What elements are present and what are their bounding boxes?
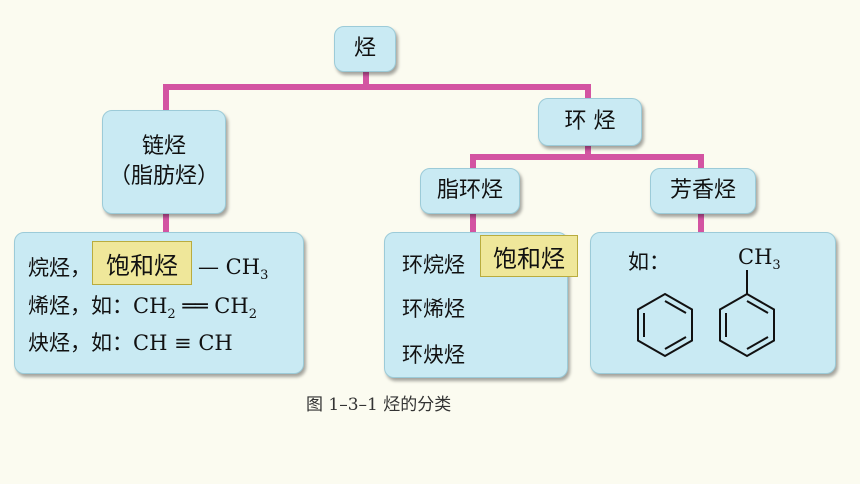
aromatic-prefix: 如： [628,250,670,274]
alkyne-text: 炔烃，如：CH ≡ CH [28,331,233,355]
benzene-structure-icon [637,292,693,358]
cycloalkane-text: 环烷烃 [402,253,465,277]
connector-ring-down [585,146,591,158]
ring-label: 环 烃 [564,109,616,135]
ring-hydrocarbon-node: 环 烃 [538,98,642,146]
connector-ring-horizontal [470,154,704,160]
chain-title: 链烃 [141,134,186,160]
connector-root-down [363,72,369,88]
saturated-highlight-2: 饱和烃 [480,235,578,277]
connector-chain-to-detail [163,212,169,236]
aromatic-label: 芳香烃 [669,178,736,204]
chain-subtitle: （脂肪烃） [108,164,219,189]
saturated-highlight-1: 饱和烃 [92,241,192,285]
connector-to-aromatic [698,154,704,172]
connector-alicyclic-to-detail [470,214,476,236]
alkane-formula-tail: — CH3 [198,255,269,284]
cycloalkyne-text: 环炔烃 [402,343,465,367]
chain-hydrocarbon-node: 链烃 （脂肪烃） [102,110,226,214]
alkyne-line: 炔烃，如：CH ≡ CH [28,327,233,357]
connector-aromatic-to-detail [698,214,704,236]
connector-to-alicyclic [470,154,476,172]
aromatic-node: 芳香烃 [650,168,756,214]
aromatic-detail-box [590,232,836,374]
alkane-text: 烷烃， [28,256,91,280]
alicyclic-label: 脂环烃 [436,178,503,204]
alicyclic-node: 脂环烃 [420,168,520,214]
root-node-hydrocarbon: 烃 [334,26,396,72]
connector-main-horizontal [163,84,591,90]
alkene-line: 烯烃，如：CH2 ══ CH2 [28,294,257,323]
cycloalkene-text: 环烯烃 [402,297,465,321]
connector-to-chain [163,84,169,112]
figure-caption: 图 1–3–1 烃的分类 [306,395,452,415]
methyl-label: CH3 [738,245,781,274]
toluene-structure-icon [719,270,775,358]
alkane-line: 烷烃， [28,252,91,282]
connector-to-ring [585,84,591,100]
root-label: 烃 [353,36,376,62]
